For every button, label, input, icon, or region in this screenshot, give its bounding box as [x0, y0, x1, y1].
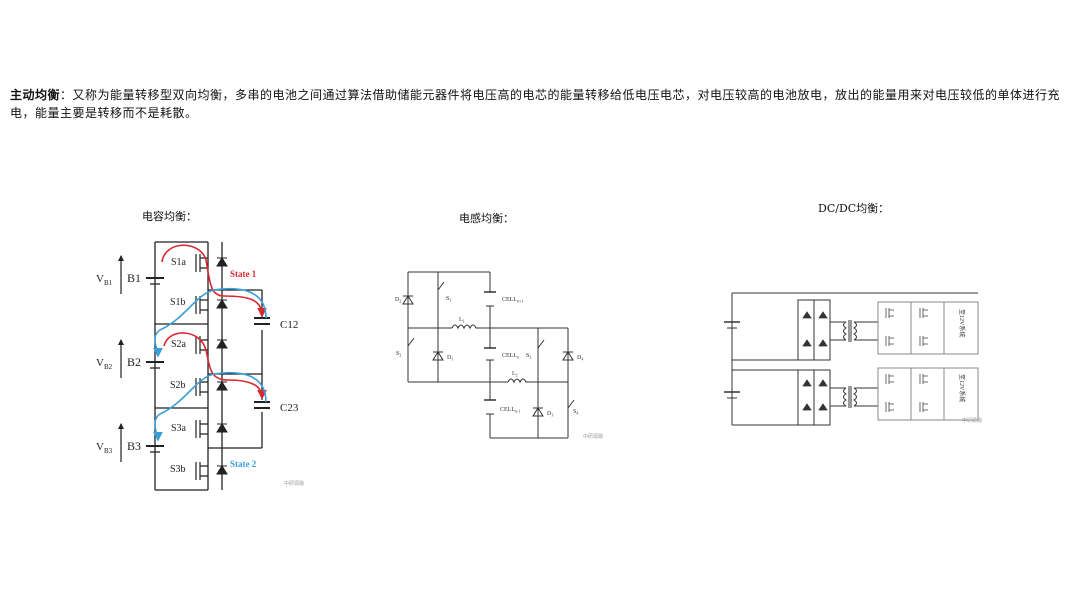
d3-label: D3 [547, 411, 553, 418]
output-label-2: 至12V系统 [958, 374, 966, 402]
s3-label: S3 [526, 353, 531, 360]
inductor-labels: D2 D1 D4 D3 S1 S2 S3 S4 L1 L2 CELLn+1 CE… [395, 296, 603, 440]
vb2-label: VB2 [96, 357, 113, 371]
inductor-watermark: 中研源融 [583, 433, 603, 440]
state1-label: State 1 [230, 269, 257, 279]
inductor-circuit [407, 271, 575, 439]
capacitor-circuit [146, 241, 270, 491]
b3-label: B3 [127, 439, 141, 453]
intro-term: 主动均衡 [10, 88, 61, 102]
s3b-label: S3b [170, 464, 186, 475]
state2-label: State 2 [230, 459, 257, 469]
vb3-label: VB3 [96, 441, 113, 455]
dcdc-labels: 至12V系统 至12V系统 中研源融 [958, 309, 982, 424]
vb1-label: VB1 [96, 273, 113, 287]
d4-label: D4 [577, 355, 583, 362]
capacitor-watermark: 中研源融 [284, 480, 304, 487]
s2b-label: S2b [170, 380, 186, 391]
cell-n1-label: CELLn+1 [502, 297, 523, 304]
state2-path [153, 287, 267, 442]
s3a-label: S3a [171, 423, 187, 434]
l1-label: L1 [459, 317, 465, 324]
state1-path [161, 244, 267, 400]
inductor-caption: 电感均衡： [459, 212, 514, 225]
capacitor-diodes [216, 257, 228, 475]
s1b-label: S1b [170, 297, 186, 308]
intro-text: ：又称为能量转移型双向均衡，多串的电池之间通过算法借助储能元器件将电压高的电芯的… [10, 88, 1061, 120]
output-label-1: 至12V系统 [958, 309, 966, 337]
capacitor-switches [195, 254, 208, 480]
c12-label: C12 [280, 319, 298, 331]
b2-label: B2 [127, 355, 141, 369]
s2-label: S2 [396, 351, 401, 358]
s1a-label: S1a [171, 257, 187, 268]
cell-n-label: CELLn [502, 353, 519, 360]
dcdc-switches [885, 308, 928, 412]
intro-paragraph: 主动均衡：又称为能量转移型双向均衡，多串的电池之间通过算法借助储能元器件将电压高… [10, 86, 1070, 122]
dcdc-circuit [724, 292, 979, 426]
capacitor-caption: 电容均衡： [142, 210, 197, 223]
s2a-label: S2a [171, 339, 187, 350]
cell-n-1-label: CELLn-1 [500, 407, 520, 414]
s1-label: S1 [446, 296, 451, 303]
s4-label: S4 [573, 409, 578, 416]
capacitor-labels: VB1 VB2 VB3 B1 B2 B3 S1a S1b S2a S2b S3a… [96, 257, 304, 487]
dcdc-diodes [802, 311, 828, 411]
dcdc-watermark: 中研源融 [962, 417, 982, 424]
d1-label: D1 [447, 355, 453, 362]
c23-label: C23 [280, 402, 299, 414]
dcdc-caption: DC/DC均衡： [818, 202, 890, 215]
d2-label: D2 [395, 297, 401, 304]
b1-label: B1 [127, 271, 141, 285]
l2-label: L2 [512, 371, 518, 378]
inductor-diodes [402, 295, 574, 417]
